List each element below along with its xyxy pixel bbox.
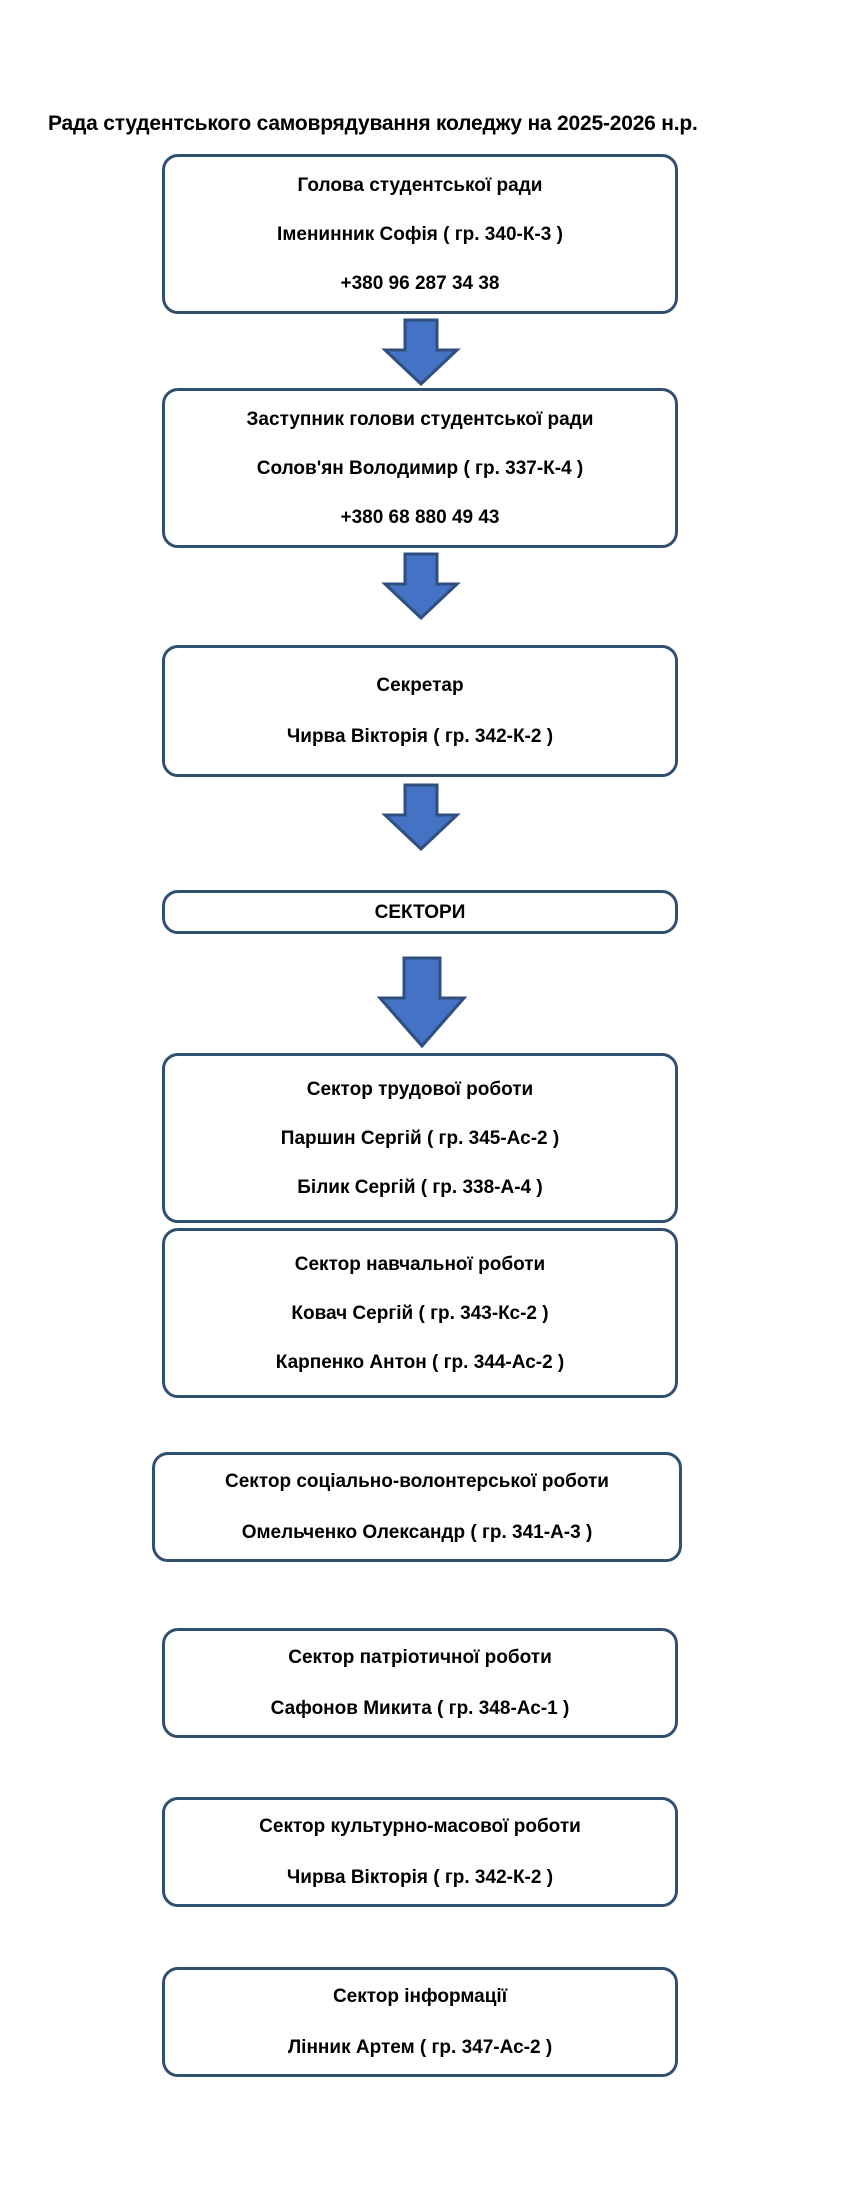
arrow-sectors-to-list (376, 956, 468, 1048)
deputy-role: Заступник голови студентської ради (246, 408, 594, 430)
node-sector-5[interactable]: Сектор інформації Лінник Артем ( гр. 347… (162, 1967, 678, 2077)
sector-1-name: Сектор навчальної роботи (294, 1253, 546, 1275)
node-sector-3[interactable]: Сектор патріотичної роботи Сафонов Микит… (162, 1628, 678, 1738)
deputy-person: Солов'ян Володимир ( гр. 337-К-4 ) (256, 457, 584, 479)
sector-5-member-0: Лінник Артем ( гр. 347-Ас-2 ) (287, 2037, 553, 2058)
sector-1-member-1: Карпенко Антон ( гр. 344-Ас-2 ) (275, 1351, 565, 1373)
secretary-role: Секретар (376, 675, 464, 696)
arrow-secretary-to-sectors (381, 783, 461, 851)
sector-4-name: Сектор культурно-масової роботи (259, 1816, 581, 1837)
chair-role: Голова студентської ради (297, 174, 543, 196)
node-sector-4[interactable]: Сектор культурно-масової роботи Чирва Ві… (162, 1797, 678, 1907)
node-deputy[interactable]: Заступник голови студентської ради Солов… (162, 388, 678, 548)
sector-5-name: Сектор інформації (332, 1986, 508, 2007)
deputy-phone: +380 68 880 49 43 (340, 506, 500, 528)
chair-phone: +380 96 287 34 38 (340, 272, 500, 294)
page-title: Рада студентського самоврядування коледж… (48, 112, 698, 135)
node-sector-2[interactable]: Сектор соціально-волонтерської роботи Ом… (152, 1452, 682, 1562)
secretary-person: Чирва Вікторія ( гр. 342-К-2 ) (286, 726, 554, 747)
chair-person: Іменинник Софія ( гр. 340-К-3 ) (277, 223, 563, 245)
sector-0-name: Сектор трудової роботи (306, 1078, 534, 1100)
node-chair[interactable]: Голова студентської ради Іменинник Софія… (162, 154, 678, 314)
node-sector-0[interactable]: Сектор трудової роботи Паршин Сергій ( г… (162, 1053, 678, 1223)
sector-2-name: Сектор соціально-волонтерської роботи (225, 1471, 609, 1492)
node-sector-1[interactable]: Сектор навчальної роботи Ковач Сергій ( … (162, 1228, 678, 1398)
arrow-chair-to-deputy (381, 318, 461, 386)
sector-1-member-0: Ковач Сергій ( гр. 343-Кс-2 ) (291, 1302, 549, 1324)
sector-3-member-0: Сафонов Микита ( гр. 348-Ас-1 ) (270, 1698, 570, 1719)
sector-2-member-0: Омельченко Олександр ( гр. 341-А-3 ) (241, 1522, 593, 1543)
sector-3-name: Сектор патріотичної роботи (288, 1647, 552, 1668)
sectors-header-label: СЕКТОРИ (374, 901, 466, 923)
sector-0-member-1: Білик Сергій ( гр. 338-А-4 ) (297, 1176, 543, 1198)
arrow-deputy-to-secretary (381, 552, 461, 620)
sector-4-member-0: Чирва Вікторія ( гр. 342-К-2 ) (286, 1867, 554, 1888)
node-secretary[interactable]: Секретар Чирва Вікторія ( гр. 342-К-2 ) (162, 645, 678, 777)
sector-0-member-0: Паршин Сергій ( гр. 345-Ас-2 ) (280, 1127, 560, 1149)
node-sectors-header[interactable]: СЕКТОРИ (162, 890, 678, 934)
